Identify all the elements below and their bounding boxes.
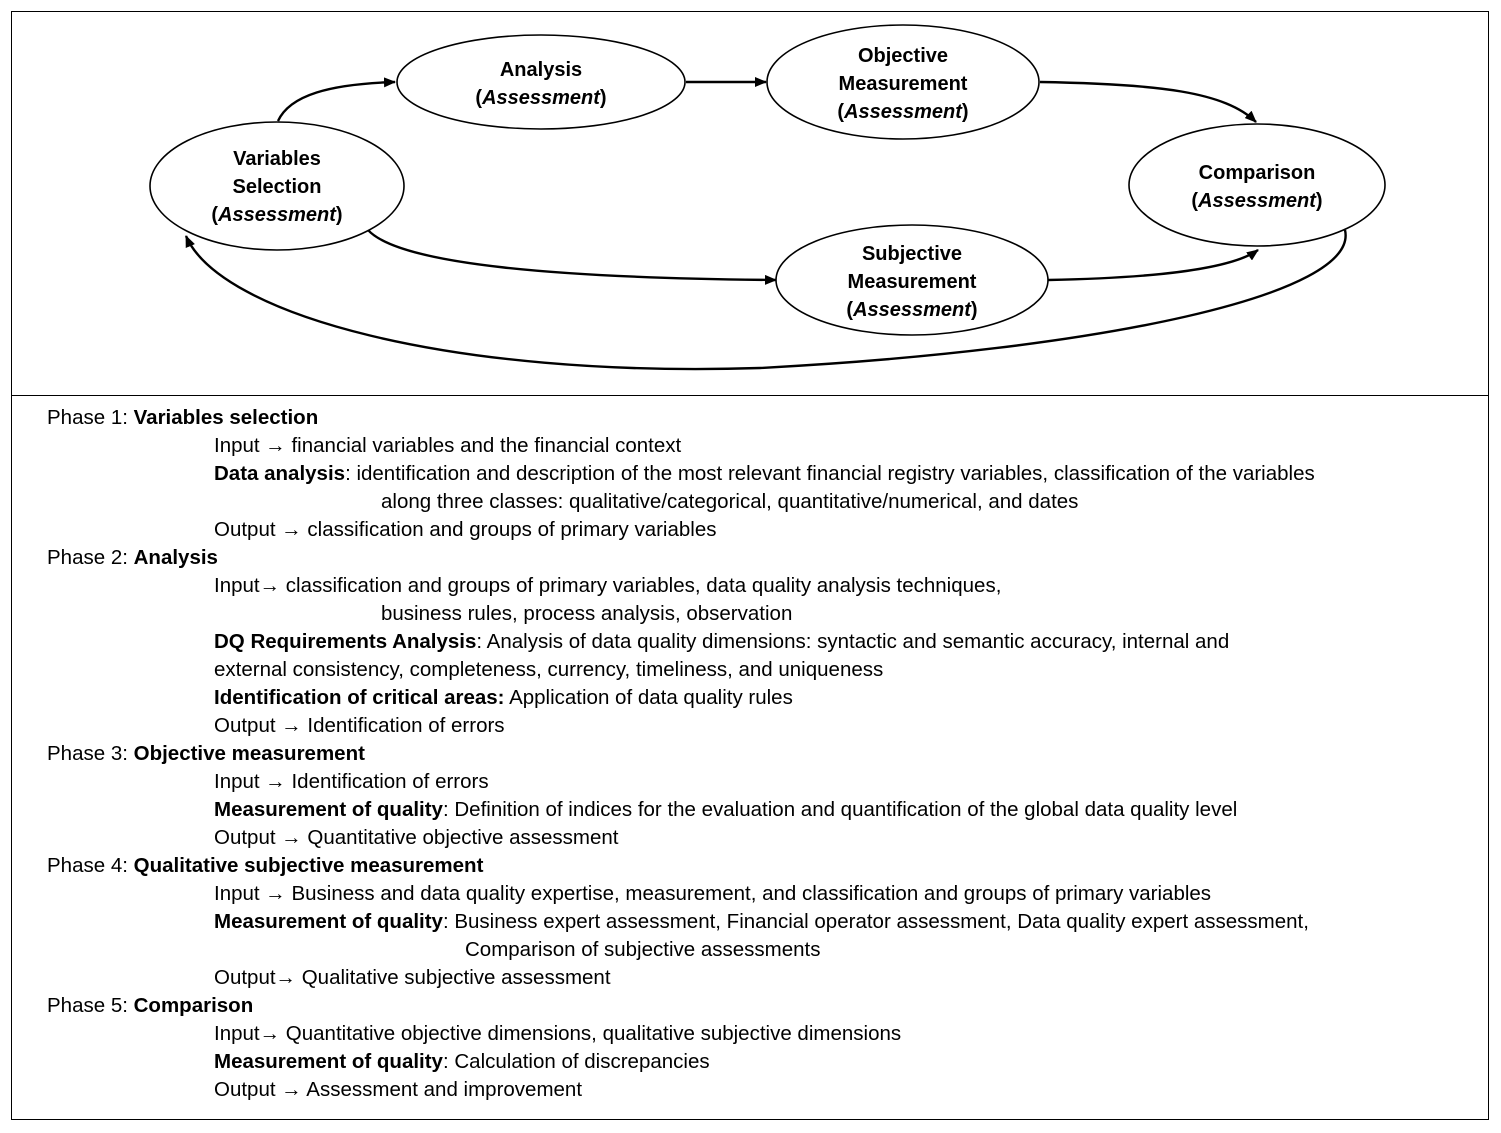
phase-item-line: Measurement of quality: Definition of in… <box>214 798 1238 821</box>
section-divider <box>11 395 1489 396</box>
node-tag: Assessment <box>481 87 601 109</box>
svg-text:(Assessment): (Assessment) <box>1191 190 1322 212</box>
node-analysis: Analysis (Assessment) <box>396 34 686 130</box>
phase-heading: Phase 2: Analysis <box>47 546 218 569</box>
node-tag: Assessment <box>852 299 972 321</box>
edge-variables-to-subjective <box>367 229 777 285</box>
node-label: Measurement <box>848 271 977 293</box>
phase-heading: Phase 4: Qualitative subjective measurem… <box>47 854 484 877</box>
node-variables-selection: Variables Selection (Assessment) <box>149 121 405 251</box>
phase-item-line: business rules, process analysis, observ… <box>381 602 793 625</box>
node-label: Subjective <box>862 243 962 265</box>
process-diagram: Variables Selection (Assessment) Analysi… <box>149 24 1386 371</box>
node-label: Selection <box>233 176 322 198</box>
phase-item-line: Input → Identification of errors <box>214 770 489 793</box>
figure-frame <box>11 11 1489 1120</box>
phase-item-line: Identification of critical areas: Applic… <box>214 686 793 709</box>
node-tag: Assessment <box>1197 190 1317 212</box>
node-subjective-measurement: Subjective Measurement (Assessment) <box>775 224 1049 336</box>
node-label: Analysis <box>500 59 582 81</box>
phase-item-line: Input→ classification and groups of prim… <box>214 574 1002 597</box>
phase-item-line: Measurement of quality: Calculation of d… <box>214 1050 710 1073</box>
phase-heading: Phase 1: Variables selection <box>47 406 319 429</box>
phase-item-line: Output → Identification of errors <box>214 714 505 737</box>
edge-comparison-to-variables <box>184 229 1347 371</box>
node-label: Measurement <box>839 73 968 95</box>
phase-item-line: along three classes: qualitative/categor… <box>381 490 1079 513</box>
node-label: Comparison <box>1199 162 1316 184</box>
node-objective-measurement: Objective Measurement (Assessment) <box>766 24 1040 140</box>
edge-objective-to-comparison <box>1039 80 1257 123</box>
node-comparison: Comparison (Assessment) <box>1128 123 1386 247</box>
phase-item-line: Input → Business and data quality expert… <box>214 882 1212 905</box>
phase-item-line: Output→ Qualitative subjective assessmen… <box>214 966 611 989</box>
phase-item-line: Output → classification and groups of pr… <box>214 518 717 541</box>
node-label: Objective <box>858 45 948 67</box>
svg-text:(Assessment): (Assessment) <box>475 87 606 109</box>
svg-text:(Assessment): (Assessment) <box>846 299 977 321</box>
node-tag: Assessment <box>217 204 337 226</box>
phase-item-line: Measurement of quality: Business expert … <box>214 910 1309 933</box>
phase-item-line: Data analysis: identification and descri… <box>214 462 1315 485</box>
phase-item-line: Input → financial variables and the fina… <box>214 434 682 457</box>
phase-item-line: Comparison of subjective assessments <box>465 938 821 961</box>
node-tag: Assessment <box>843 101 963 123</box>
phase-item-line: Input→ Quantitative objective dimensions… <box>214 1022 902 1045</box>
phase-heading: Phase 3: Objective measurement <box>47 742 365 765</box>
svg-text:(Assessment): (Assessment) <box>837 101 968 123</box>
svg-text:(Assessment): (Assessment) <box>211 204 342 226</box>
phase-item-line: external consistency, completeness, curr… <box>214 658 884 681</box>
phase-item-line: Output → Assessment and improvement <box>214 1078 583 1101</box>
node-label: Variables <box>233 148 321 170</box>
phase-item-line: DQ Requirements Analysis: Analysis of da… <box>214 630 1230 653</box>
edge-variables-to-analysis <box>276 77 396 122</box>
phase-item-line: Output → Quantitative objective assessme… <box>214 826 619 849</box>
phase-heading: Phase 5: Comparison <box>47 994 254 1017</box>
edge-subjective-to-comparison <box>1047 249 1259 282</box>
